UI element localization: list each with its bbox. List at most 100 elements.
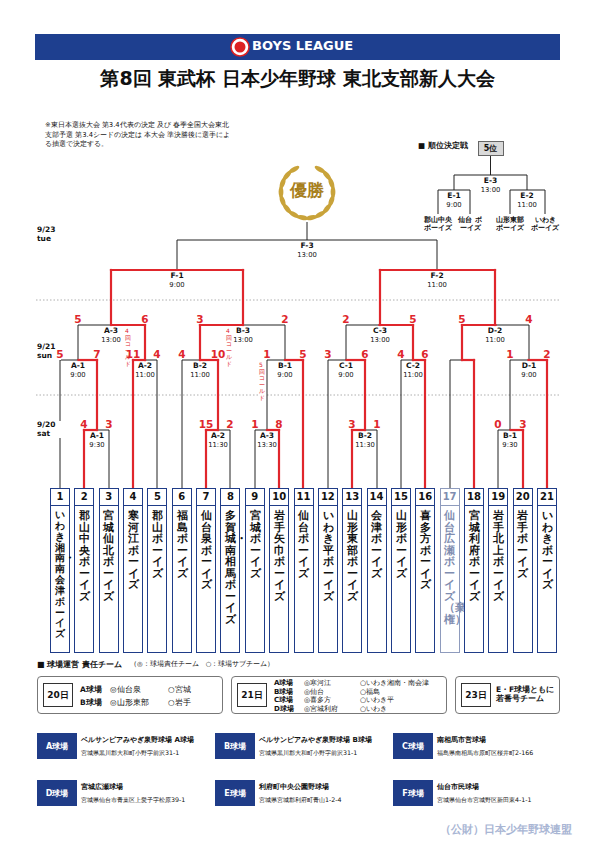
venue-name: ベルサンピアみやぎ泉野球場 A球場 xyxy=(81,736,194,744)
bracket-line xyxy=(346,325,347,360)
score: 4 xyxy=(80,419,87,430)
match-time: 9:00 xyxy=(169,282,184,290)
team-box: 20岩手ボーイズ xyxy=(513,488,533,653)
team-box: 4寒河江ボーイズ xyxy=(123,488,143,653)
match-time: 13:00 xyxy=(101,337,121,345)
match-code: B-3 xyxy=(236,327,250,336)
team-number: 20 xyxy=(514,489,532,506)
winner-line xyxy=(111,269,177,271)
team-name: 仙台ボーイズ xyxy=(298,510,309,579)
team-number: 9 xyxy=(246,489,264,506)
bracket-line xyxy=(498,430,523,431)
field-name: A球場 xyxy=(80,685,102,694)
team-duty: ◎寒河江 xyxy=(304,679,331,687)
venue-address: 宮城県黒川郡大和町小野字前沢31-1 xyxy=(81,749,179,756)
field-name: B球場 xyxy=(80,698,102,707)
venue-address: 宮城県黒川郡大和町小野字前沢31-1 xyxy=(259,749,357,756)
score: 3 xyxy=(324,349,331,360)
field-name: D球場 xyxy=(274,705,294,713)
winner-line xyxy=(217,360,219,430)
score: 3 xyxy=(105,419,112,430)
winner-line xyxy=(412,325,414,360)
winner-line xyxy=(200,324,243,326)
team-number: 17 xyxy=(441,489,459,506)
called-game-note: 4回コールド xyxy=(125,328,131,368)
winner-line xyxy=(242,270,244,325)
match-time: 11:30 xyxy=(208,442,228,450)
score: 4 xyxy=(525,314,532,325)
score: 3 xyxy=(519,419,526,430)
team-box: 3宮城仙北ボーイズ xyxy=(99,488,119,653)
match-code: F-1 xyxy=(170,272,183,281)
match-time: 9:30 xyxy=(89,442,104,450)
bracket-line xyxy=(401,360,402,488)
bracket-line xyxy=(133,360,134,488)
venue-address: 宮城県仙台市青葉区上愛子字松原39-1 xyxy=(81,796,185,803)
venue-code: B球場 xyxy=(224,741,246,752)
match-code: B-1 xyxy=(278,362,292,371)
winner-line xyxy=(144,325,146,360)
team-name: いわき平ボーイズ xyxy=(323,510,334,602)
team-duty: ◎宮城利府 xyxy=(304,705,338,713)
match-time: 9:00 xyxy=(338,372,353,380)
bracket-line xyxy=(380,270,495,271)
laurel-leaf xyxy=(314,164,327,174)
schedule-box: E・F球場ともに 若番号チーム 23日 xyxy=(455,676,560,714)
team-name: 山形東部ボーイズ xyxy=(347,510,358,602)
team-name: いわき湘南・南会津ボーイズ xyxy=(55,510,65,640)
bracket-line xyxy=(490,156,491,175)
team-name: 仙台泉ボーイズ xyxy=(201,510,212,591)
bracket-line xyxy=(470,190,471,214)
winner-line xyxy=(351,430,353,488)
score: 5 xyxy=(458,314,465,325)
date-label: 9/20 sat xyxy=(37,421,61,438)
winner-line xyxy=(424,360,426,488)
venue-code: C球場 xyxy=(402,741,424,752)
team-duty: ○いわき xyxy=(360,705,387,713)
match-code: A-2 xyxy=(138,362,152,371)
venue-name: ベルサンピアみやぎ泉野球場 B球場 xyxy=(259,736,372,744)
venue-code: A球場 xyxy=(46,741,68,752)
winner-line xyxy=(380,269,438,271)
winner-line xyxy=(494,270,496,325)
score: 3 xyxy=(196,314,203,325)
match-time: 13:00 xyxy=(370,337,390,345)
score: 1 xyxy=(251,419,258,430)
legend-note: （◎：球場責任チーム ○：球場サブチーム） xyxy=(130,661,274,668)
bracket-line xyxy=(78,325,79,360)
day-label: 23日 xyxy=(465,689,487,702)
bracket-line xyxy=(267,360,268,430)
score: 4 xyxy=(397,349,404,360)
bracket-line xyxy=(255,430,279,431)
schedule-note: E・F球場ともに 若番号チーム xyxy=(496,685,558,703)
team-name: 福島ボーイズ xyxy=(177,510,188,579)
bracket-line xyxy=(328,360,365,361)
score: 4 xyxy=(178,349,185,360)
note-text: ※東日本選抜大会 第3.4代表の決定 及び 春季全国大会東北支部予選 第3.4シ… xyxy=(45,121,235,150)
score: 5 xyxy=(299,349,306,360)
team-name: 宮城ボーイズ xyxy=(250,510,261,579)
team-box: 18宮城利府ボーイズ xyxy=(464,488,484,653)
score: 11 xyxy=(126,349,141,360)
section-heading: ■ 順位決定戦 xyxy=(418,142,468,151)
team-box: 6福島ボーイズ xyxy=(172,488,192,653)
team-duty: ◎喜多方 xyxy=(304,696,331,704)
venue-name: 利府町中央公園野球場 xyxy=(259,783,329,791)
venue-box: B球場 xyxy=(215,733,255,759)
schedule-box: A球場◎仙台泉○宮城B球場◎山形東部○岩手20日 xyxy=(37,676,223,714)
score: 6 xyxy=(361,349,368,360)
team-name: 山形ボーイズ xyxy=(396,510,407,579)
score: 1 xyxy=(506,349,513,360)
winner-line xyxy=(177,269,243,271)
field-name: C球場 xyxy=(274,696,293,704)
match-code: E-3 xyxy=(484,177,497,186)
place-box: 5位 xyxy=(478,141,504,156)
team-number: 4 xyxy=(124,489,142,506)
match-code: B-1 xyxy=(503,432,517,441)
score: 8 xyxy=(275,419,282,430)
bracket-line xyxy=(177,240,178,270)
winner-line xyxy=(205,430,207,488)
match-code: A-1 xyxy=(90,432,104,441)
field-name: B球場 xyxy=(274,688,293,696)
bracket-line xyxy=(307,222,308,240)
